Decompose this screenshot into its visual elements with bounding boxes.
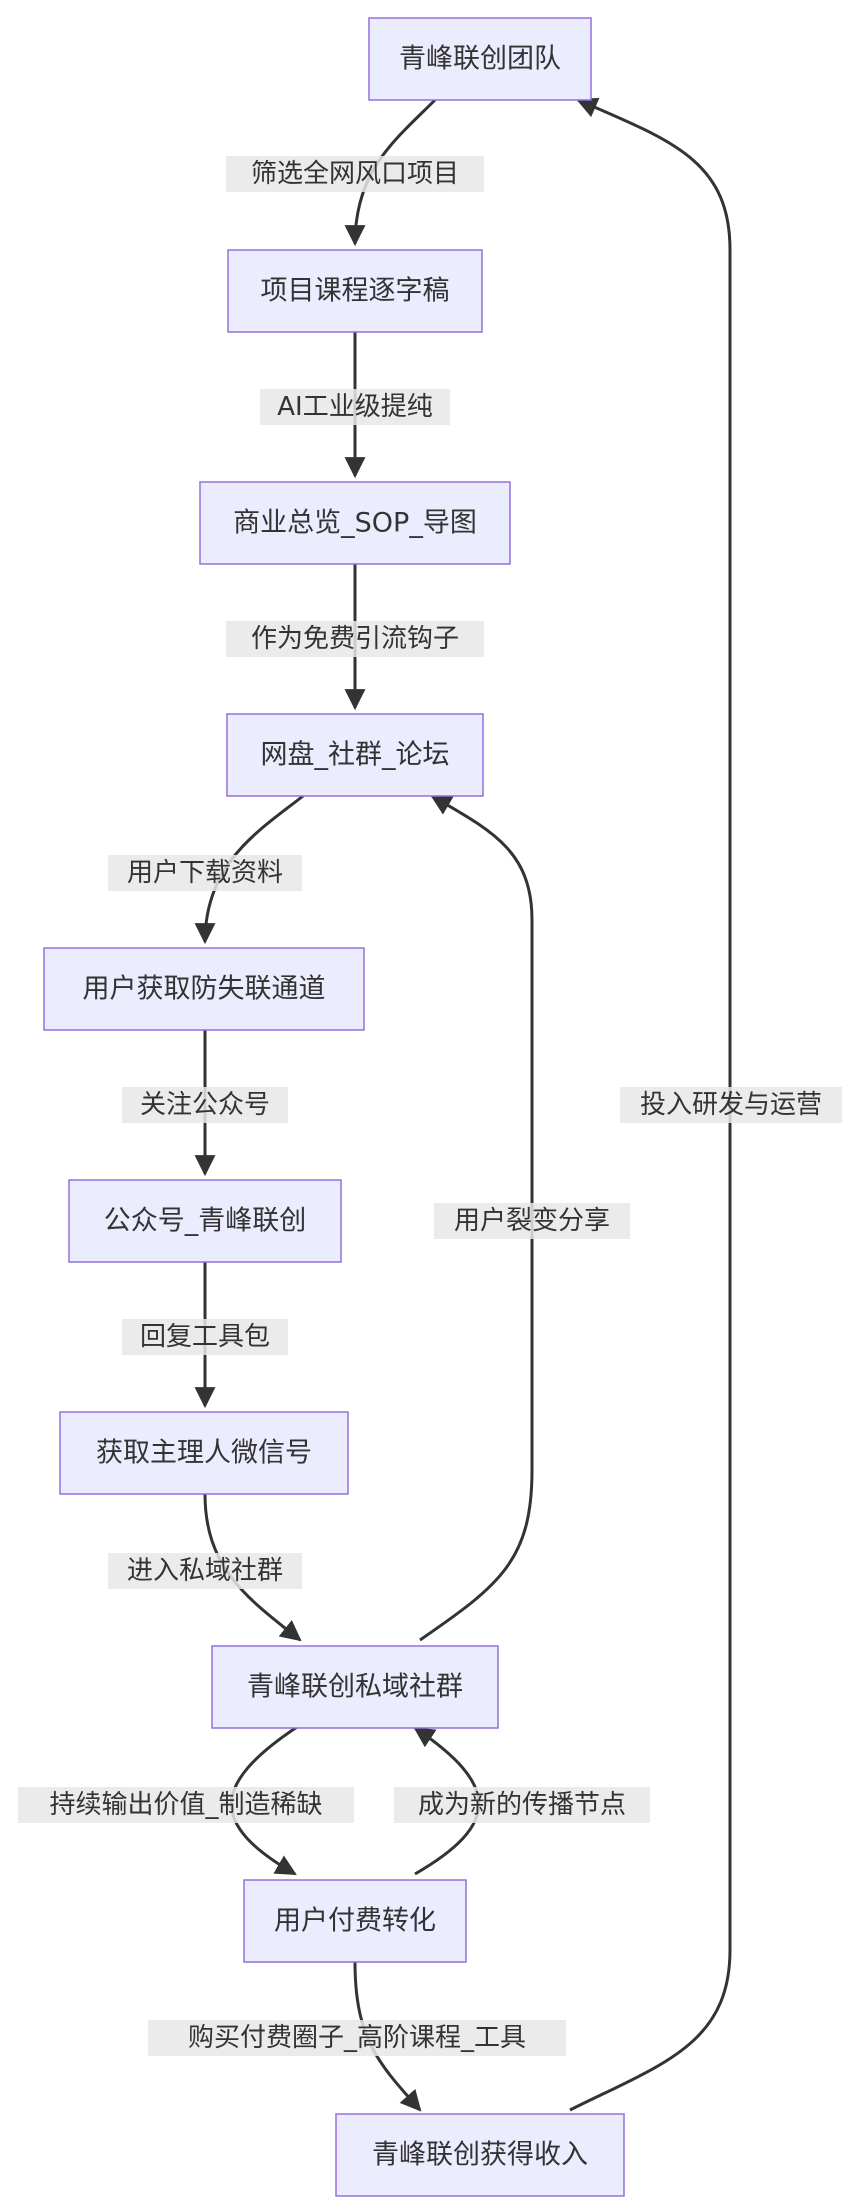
edge-label-gzh-wechat: 回复工具包 bbox=[122, 1319, 288, 1355]
svg-text:回复工具包: 回复工具包 bbox=[140, 1322, 270, 1352]
svg-text:持续输出价值_制造稀缺: 持续输出价值_制造稀缺 bbox=[49, 1790, 322, 1820]
edge-label-community-pan: 用户裂变分享 bbox=[434, 1203, 630, 1239]
node-pay[interactable]: 用户付费转化 bbox=[243, 1879, 467, 1963]
svg-text:用户付费转化: 用户付费转化 bbox=[274, 1906, 436, 1937]
edge-label-course-sop: AI工业级提纯 bbox=[260, 389, 450, 425]
svg-text:用户裂变分享: 用户裂变分享 bbox=[454, 1206, 610, 1236]
edge-label-wechat-community: 进入私域社群 bbox=[108, 1553, 302, 1589]
edge-label-pay-income: 购买付费圈子_高阶课程_工具 bbox=[148, 2020, 566, 2056]
node-team[interactable]: 青峰联创团队 bbox=[368, 17, 592, 101]
svg-text:青峰联创团队: 青峰联创团队 bbox=[399, 44, 561, 75]
node-wechat[interactable]: 获取主理人微信号 bbox=[59, 1411, 349, 1495]
edge-label-channel-gzh: 关注公众号 bbox=[122, 1087, 288, 1123]
svg-text:筛选全网风口项目: 筛选全网风口项目 bbox=[251, 159, 459, 189]
svg-text:网盘_社群_论坛: 网盘_社群_论坛 bbox=[261, 740, 450, 771]
svg-text:项目课程逐字稿: 项目课程逐字稿 bbox=[261, 276, 450, 307]
nodes: 青峰联创团队 项目课程逐字稿 商业总览_SOP_导图 网盘_社群_论坛 用户获取… bbox=[43, 17, 625, 2197]
svg-text:用户获取防失联通道: 用户获取防失联通道 bbox=[83, 974, 326, 1005]
edge-label-pan-channel: 用户下载资料 bbox=[108, 855, 302, 891]
svg-text:进入私域社群: 进入私域社群 bbox=[127, 1556, 283, 1586]
svg-text:作为免费引流钩子: 作为免费引流钩子 bbox=[251, 624, 459, 654]
edge-pan-to-channel bbox=[194, 794, 304, 945]
node-channel[interactable]: 用户获取防失联通道 bbox=[43, 947, 365, 1031]
edge-income-to-team bbox=[569, 97, 732, 2112]
svg-text:青峰联创私域社群: 青峰联创私域社群 bbox=[247, 1672, 463, 1703]
svg-text:关注公众号: 关注公众号 bbox=[140, 1090, 270, 1120]
edge-label-income-team: 投入研发与运营 bbox=[620, 1087, 842, 1123]
svg-text:投入研发与运营: 投入研发与运营 bbox=[640, 1090, 822, 1120]
svg-text:公众号_青峰联创: 公众号_青峰联创 bbox=[104, 1206, 307, 1237]
svg-text:购买付费圈子_高阶课程_工具: 购买付费圈子_高阶课程_工具 bbox=[188, 2023, 526, 2053]
node-sop[interactable]: 商业总览_SOP_导图 bbox=[199, 481, 511, 565]
svg-text:AI工业级提纯: AI工业级提纯 bbox=[277, 392, 432, 422]
edge-community-to-pan bbox=[419, 794, 534, 1642]
node-course[interactable]: 项目课程逐字稿 bbox=[227, 249, 483, 333]
svg-text:用户下载资料: 用户下载资料 bbox=[127, 858, 283, 888]
svg-text:青峰联创获得收入: 青峰联创获得收入 bbox=[372, 2140, 588, 2171]
edge-label-pay-community: 成为新的传播节点 bbox=[394, 1787, 650, 1823]
svg-text:获取主理人微信号: 获取主理人微信号 bbox=[96, 1438, 312, 1469]
node-pan[interactable]: 网盘_社群_论坛 bbox=[226, 713, 484, 797]
node-gzh[interactable]: 公众号_青峰联创 bbox=[68, 1179, 342, 1263]
edge-labels: 筛选全网风口项目 AI工业级提纯 作为免费引流钩子 用户下载资料 关注公众号 回… bbox=[18, 156, 842, 2056]
svg-text:商业总览_SOP_导图: 商业总览_SOP_导图 bbox=[233, 508, 477, 539]
svg-text:成为新的传播节点: 成为新的传播节点 bbox=[418, 1790, 626, 1820]
edge-label-community-pay: 持续输出价值_制造稀缺 bbox=[18, 1787, 354, 1823]
edge-label-sop-pan: 作为免费引流钩子 bbox=[226, 621, 484, 657]
node-income[interactable]: 青峰联创获得收入 bbox=[335, 2113, 625, 2197]
edge-label-team-course: 筛选全网风口项目 bbox=[226, 156, 484, 192]
node-community[interactable]: 青峰联创私域社群 bbox=[211, 1645, 499, 1729]
